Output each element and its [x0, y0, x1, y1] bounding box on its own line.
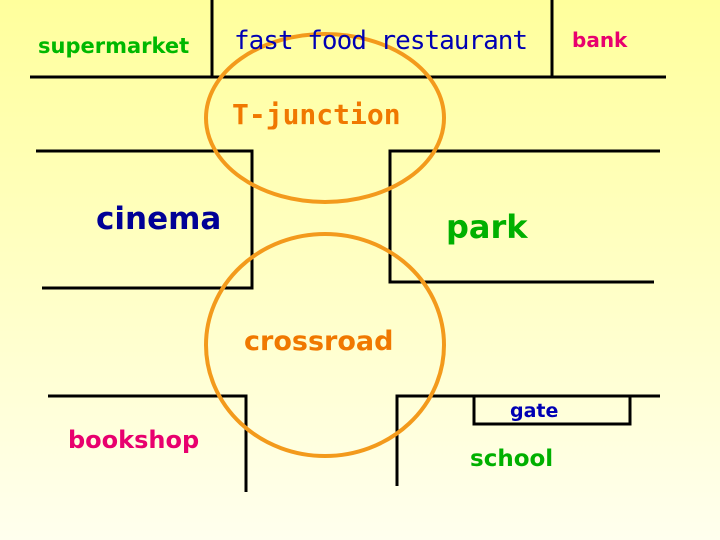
top-buildings	[30, 0, 666, 79]
bookshop-label: bookshop	[68, 426, 200, 454]
t-junction-circle	[204, 32, 446, 204]
gate-box	[472, 394, 632, 426]
supermarket-label: supermarket	[38, 34, 190, 58]
cinema-label: cinema	[96, 201, 222, 237]
t-junction-label: T-junction	[232, 98, 401, 131]
school-label: school	[470, 446, 554, 472]
bookshop-block	[48, 394, 248, 492]
park-block	[388, 149, 660, 284]
fast-food-restaurant-label: fast food restaurant	[234, 26, 528, 56]
park-label: park	[446, 208, 528, 246]
crossroad-label: crossroad	[244, 326, 394, 357]
gate-label: gate	[510, 400, 559, 422]
crossroad-circle	[204, 232, 446, 458]
bank-label: bank	[572, 28, 628, 52]
cinema-block	[36, 149, 254, 290]
